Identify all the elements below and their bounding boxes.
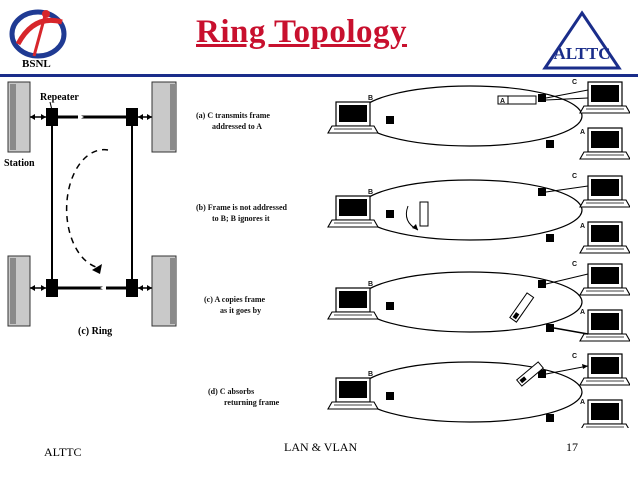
station-label: Station <box>4 158 35 169</box>
station-top-right <box>151 81 177 153</box>
station-a-a <box>579 127 630 160</box>
label-a-d: A <box>580 399 585 406</box>
panel-a-caption-2: addressed to A <box>212 122 262 131</box>
station-a-b <box>579 221 630 254</box>
label-a-b: A <box>580 223 585 230</box>
label-c-c: C <box>572 261 577 268</box>
header-rule <box>0 74 638 77</box>
page-number: 17 <box>566 440 578 454</box>
footer-center: LAN & VLAN <box>284 440 358 454</box>
repeater-label: Repeater <box>40 92 79 103</box>
label-c-a: C <box>572 79 577 86</box>
station-a-c <box>579 309 630 342</box>
panel-b: (b) Frame is not addressed to B; B ignor… <box>196 173 630 254</box>
label-b-b: B <box>368 189 373 196</box>
station-c-d <box>579 353 630 386</box>
ring-caption: (c) Ring <box>78 326 112 337</box>
station-bottom-left <box>7 255 31 327</box>
station-b-b <box>327 195 379 228</box>
station-a-d <box>579 399 630 428</box>
panel-c-caption-1: (c) A copies frame <box>204 295 266 304</box>
station-top-left <box>7 81 31 153</box>
bsnl-label: BSNL <box>22 58 51 70</box>
panel-c: (c) A copies frame as it goes by B C A <box>204 261 630 342</box>
station-c-a <box>579 81 630 114</box>
panel-d: (d) C absorbs returning frame B C A <box>208 353 630 428</box>
ring-repeater-diagram: Repeater Station (c) Ring <box>0 78 190 356</box>
label-a-c: A <box>580 309 585 316</box>
footer-left: ALTTC <box>44 445 82 459</box>
panel-d-caption-2: returning frame <box>224 398 280 407</box>
panel-b-caption-2: to B; B ignores it <box>212 214 270 223</box>
panel-b-caption-1: (b) Frame is not addressed <box>196 203 288 212</box>
panel-a: (a) C transmits frame addressed to A B C… <box>196 79 630 160</box>
station-b-d <box>327 377 379 410</box>
station-b-c <box>327 287 379 320</box>
panel-a-caption-1: (a) C transmits frame <box>196 111 270 120</box>
label-b-a: B <box>368 95 373 102</box>
repeater-bottom-right <box>126 279 138 297</box>
repeater-top-right <box>126 108 138 126</box>
repeater-bottom-left <box>46 279 58 297</box>
panel-d-caption-1: (d) C absorbs <box>208 387 254 396</box>
label-c-b: C <box>572 173 577 180</box>
page-title: Ring Topology <box>196 14 408 50</box>
bsnl-logo <box>9 9 67 59</box>
station-bottom-right <box>151 255 177 327</box>
station-c-c <box>579 263 630 296</box>
label-b-c: B <box>368 281 373 288</box>
repeater-top-left <box>46 108 58 126</box>
label-c-d: C <box>572 353 577 360</box>
token-ring-stages-diagram: (a) C transmits frame addressed to A B C… <box>196 79 630 428</box>
frame-dest-label-a: A <box>500 98 505 105</box>
label-a-a: A <box>580 129 585 136</box>
station-b-a <box>327 101 379 134</box>
alttc-logo: ALTTC <box>542 10 622 70</box>
panel-c-caption-2: as it goes by <box>220 306 261 315</box>
label-b-d: B <box>368 371 373 378</box>
station-c-b <box>579 175 630 208</box>
alttc-logo-text: ALTTC <box>553 44 610 63</box>
